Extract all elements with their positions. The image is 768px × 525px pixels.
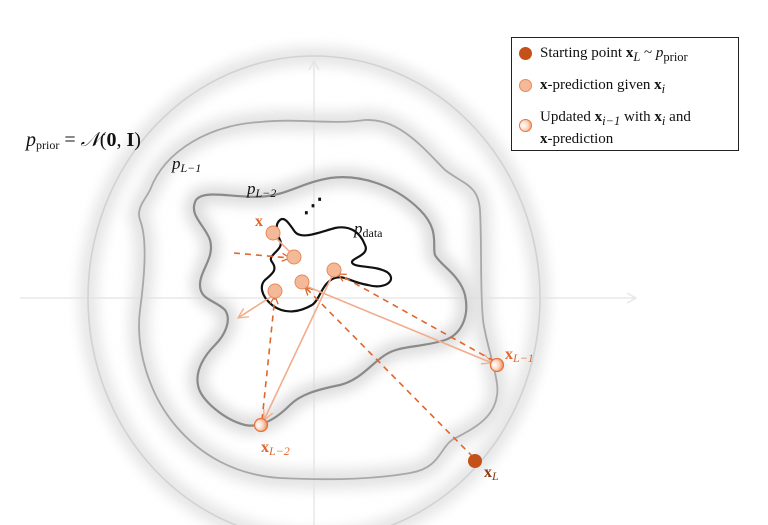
legend-item-start-point: Starting point xL ~ pprior	[512, 44, 688, 66]
x-L-minus-1-point	[489, 357, 505, 373]
x-updated-point	[286, 249, 302, 265]
prior-distribution-circle	[80, 48, 548, 525]
x-L-minus-1-label: xL−1	[505, 346, 534, 365]
p-L-minus-2-contour	[186, 169, 475, 434]
x-final-point	[265, 225, 281, 241]
x-L-label: xL	[484, 464, 499, 483]
p-data-label: pdata	[354, 219, 383, 240]
x-L-point	[468, 454, 482, 468]
legend-text: x-prediction given xi	[540, 77, 666, 96]
p-L-minus-1-contour	[130, 110, 507, 489]
p-L-minus-2-label: pL−2	[247, 179, 277, 200]
x-final-label: x	[255, 213, 263, 230]
ellipsis-label: ⋰	[303, 195, 323, 217]
prior-label: pprior = 𝒩(0, I)	[26, 129, 141, 152]
sample-points	[253, 225, 505, 468]
x-L-minus-2-point	[253, 417, 269, 433]
legend-item-x-prediction: x-prediction given xi	[512, 76, 665, 98]
updated-point-marker-icon	[519, 119, 532, 132]
x-prediction-point-3	[267, 283, 283, 299]
trajectory-arrows	[233, 236, 495, 458]
legend-text: Starting point xL ~ pprior	[540, 45, 688, 64]
x-prediction-point-1	[326, 262, 342, 278]
p-L-minus-1-label: pL−1	[172, 154, 202, 175]
legend: Starting point xL ~ pprior x-prediction …	[511, 37, 739, 151]
x-prediction-point-2	[294, 274, 310, 290]
start-point-marker-icon	[519, 47, 532, 60]
x-prediction-marker-icon	[519, 79, 532, 92]
x-L-minus-2-label: xL−2	[261, 439, 290, 458]
